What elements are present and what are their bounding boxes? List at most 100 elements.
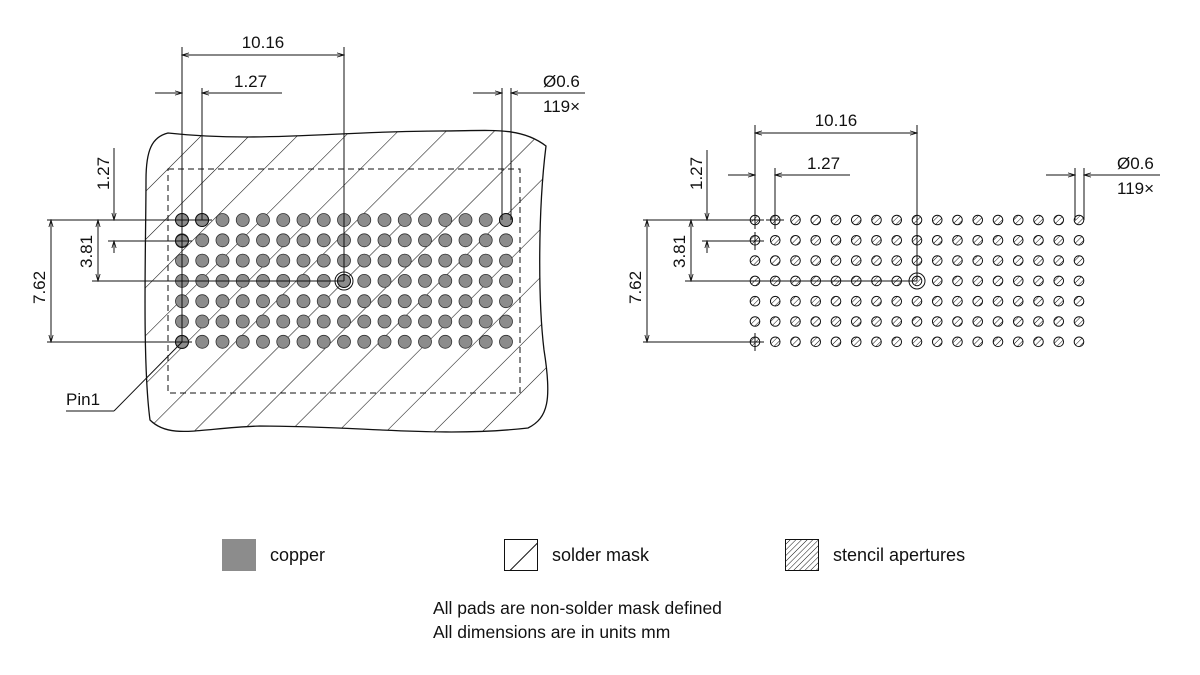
note-line-1: All pads are non-solder mask defined (433, 598, 722, 618)
copper-pad (499, 334, 513, 349)
copper-pad (377, 294, 392, 309)
copper-pad (316, 233, 331, 248)
copper-pad (296, 213, 311, 227)
copper-pad (276, 213, 291, 227)
stencil-aperture (810, 295, 822, 307)
copper-pad (235, 314, 250, 329)
stencil-aperture (891, 235, 903, 246)
right-view: 10.16 1.27 Ø0.6 119× 1.27 3.81 7.62 (626, 111, 1160, 351)
stencil-aperture (850, 295, 862, 307)
copper-pad (458, 294, 473, 309)
stencil-aperture (931, 316, 943, 327)
copper-pad (276, 253, 291, 268)
stencil-aperture (830, 336, 842, 348)
stencil-aperture (830, 214, 842, 226)
stencil-aperture (972, 295, 984, 307)
stencil-aperture (891, 295, 903, 307)
copper-swatch (222, 539, 256, 571)
copper-pad (235, 233, 250, 248)
stencil-aperture (1053, 316, 1065, 327)
left-pad-grid (175, 213, 513, 349)
copper-pad (397, 294, 412, 309)
right-dimension-lines (643, 125, 1160, 342)
copper-pad (296, 334, 311, 349)
copper-pad (195, 334, 210, 349)
copper-pad (478, 314, 493, 329)
stencil-aperture (1073, 295, 1085, 307)
stencil-swatch (785, 539, 819, 571)
copper-pad (438, 314, 453, 329)
stencil-aperture (1053, 214, 1065, 226)
copper-pad (276, 334, 291, 349)
copper-pad (256, 253, 270, 268)
copper-pad (296, 233, 311, 248)
copper-pad (438, 294, 453, 309)
copper-pad (499, 273, 513, 288)
copper-pad (377, 253, 392, 268)
copper-pad (276, 314, 291, 329)
dim-text-10-16: 10.16 (815, 111, 858, 130)
dim-text-vpitch: 1.27 (687, 157, 706, 190)
stencil-aperture (952, 295, 963, 307)
stencil-aperture (952, 235, 963, 246)
copper-pad (458, 233, 473, 248)
stencil-aperture (972, 214, 984, 226)
stencil-aperture (972, 275, 984, 287)
stencil-aperture (1033, 275, 1044, 287)
stencil-aperture (790, 336, 801, 348)
stencil-aperture (931, 255, 943, 266)
dim-text-7-62: 7.62 (626, 271, 645, 304)
copper-pad (337, 334, 351, 349)
copper-pad (256, 233, 270, 248)
copper-pad (235, 253, 250, 268)
copper-pad (215, 334, 230, 349)
stencil-aperture (790, 295, 801, 307)
stencil-aperture (1033, 295, 1044, 307)
copper-pad (256, 294, 270, 309)
copper-pad (357, 294, 372, 309)
dim-text-pad-diameter: Ø0.6 (543, 72, 580, 91)
copper-pad (397, 213, 412, 227)
stencil-aperture (790, 214, 801, 226)
copper-pad (499, 253, 513, 268)
copper-pad (438, 213, 453, 227)
stencil-aperture (931, 275, 943, 287)
copper-pad (256, 213, 270, 227)
copper-pad (478, 213, 493, 227)
stencil-aperture (790, 235, 801, 246)
stencil-aperture (810, 255, 822, 266)
stencil-aperture (931, 214, 943, 226)
stencil-aperture (1073, 255, 1085, 266)
dim-text-pad-count: 119× (1117, 179, 1154, 198)
stencil-aperture (1053, 275, 1065, 287)
dim-text-3-81: 3.81 (670, 235, 689, 268)
stencil-aperture (1033, 255, 1044, 266)
stencil-aperture (972, 336, 984, 348)
stencil-aperture (931, 336, 943, 348)
copper-pad (438, 233, 453, 248)
stencil-aperture (871, 336, 882, 348)
dim-text-vpitch: 1.27 (94, 157, 113, 190)
copper-pad (357, 253, 372, 268)
copper-pad (438, 334, 453, 349)
copper-pad (478, 294, 493, 309)
copper-pad (337, 294, 351, 309)
copper-pad (397, 253, 412, 268)
stencil-aperture (911, 295, 923, 307)
stencil-aperture (1073, 235, 1085, 246)
stencil-aperture (810, 316, 822, 327)
stencil-aperture (972, 316, 984, 327)
copper-pad (377, 213, 392, 227)
copper-pad (438, 253, 453, 268)
copper-pad (397, 273, 412, 288)
stencil-aperture (1053, 255, 1065, 266)
stencil-aperture (749, 316, 761, 327)
copper-pad (357, 233, 372, 248)
copper-pad (256, 314, 270, 329)
copper-pad (377, 334, 392, 349)
legend-copper-label: copper (270, 544, 326, 565)
stencil-aperture (1073, 336, 1085, 348)
stencil-aperture (810, 235, 822, 246)
stencil-aperture (1033, 336, 1044, 348)
copper-pad (357, 334, 372, 349)
